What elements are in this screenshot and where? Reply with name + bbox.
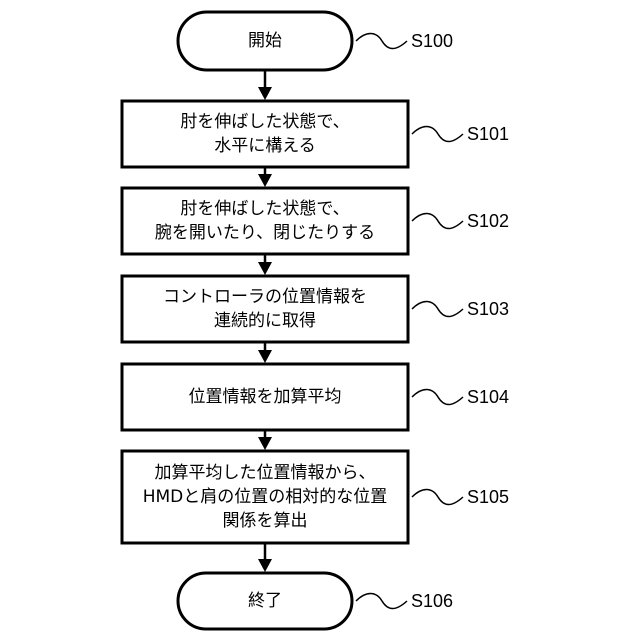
- flow-step-s105: 加算平均した位置情報から、 HMDと肩の位置の相対的な位置関係を算出 S105: [122, 451, 509, 543]
- arrow-s101-s102: [258, 167, 272, 187]
- step-label: S100: [411, 31, 453, 51]
- step-text-line: 肘を伸ばした状態で、: [180, 112, 349, 132]
- step-label: S105: [467, 487, 509, 507]
- leader-line: [412, 390, 463, 405]
- leader-line: [356, 34, 407, 49]
- flow-step-s100: 開始 S100: [178, 12, 453, 70]
- step-text-line: コントローラの位置情報を: [163, 287, 367, 307]
- flow-step-s106: 終了 S106: [178, 573, 453, 629]
- arrow-head-icon: [258, 437, 272, 450]
- process-box: [122, 276, 408, 342]
- step-text-line: 水平に構える: [214, 136, 316, 156]
- step-label: S102: [467, 211, 509, 231]
- step-text-line: 終了: [248, 591, 282, 611]
- flow-step-s102: 肘を伸ばした状態で、腕を開いたり、閉じたりする S102: [122, 188, 509, 254]
- arrow-s102-s103: [258, 254, 272, 275]
- arrow-s104-s105: [258, 430, 272, 450]
- leader-line: [412, 490, 463, 505]
- leader-line: [412, 214, 463, 229]
- step-text-line: 開始: [248, 31, 282, 51]
- arrow-s100-s101: [258, 70, 272, 100]
- flow-step-s104: 位置情報を加算平均 S104: [122, 364, 509, 430]
- leader-line: [356, 594, 407, 609]
- leader-line: [412, 127, 463, 142]
- flow-step-s101: 肘を伸ばした状態で、水平に構える S101: [122, 101, 509, 167]
- leader-line: [412, 302, 463, 317]
- node-layer: 開始 S100 肘を伸ばした状態で、水平に構える S101 肘を伸ばした状態で、腕を開い…: [122, 12, 509, 629]
- arrow-head-icon: [258, 87, 272, 100]
- step-text-line: 関係を算出: [223, 511, 308, 531]
- step-text-line: 肘を伸ばした状態で、: [180, 199, 349, 219]
- step-label: S104: [467, 387, 509, 407]
- arrow-head-icon: [258, 262, 272, 275]
- step-label: S101: [467, 124, 509, 144]
- arrow-head-icon: [258, 174, 272, 187]
- arrow-head-icon: [258, 559, 272, 572]
- step-text-line: 連続的に取得: [214, 311, 316, 331]
- arrow-s103-s104: [258, 342, 272, 363]
- process-box: [122, 101, 408, 167]
- step-label: S103: [467, 299, 509, 319]
- arrow-head-icon: [258, 350, 272, 363]
- process-box: [122, 188, 408, 254]
- step-label: S106: [411, 591, 453, 611]
- step-text-line: 腕を開いたり、閉じたりする: [155, 223, 375, 243]
- step-text-line: HMDと肩の位置の相対的な位置: [143, 487, 388, 507]
- step-text-line: 加算平均した位置情報から、: [155, 463, 376, 483]
- step-text-line: 位置情報を加算平均: [189, 387, 342, 407]
- arrow-s105-s106: [258, 543, 272, 572]
- flow-step-s103: コントローラの位置情報を連続的に取得 S103: [122, 276, 509, 342]
